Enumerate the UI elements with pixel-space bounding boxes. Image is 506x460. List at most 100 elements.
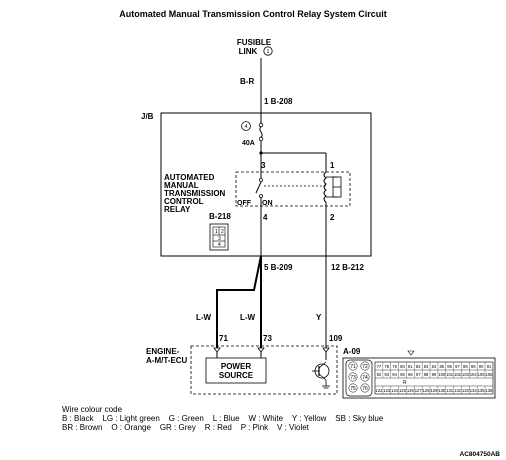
a09-pin-label: 72 xyxy=(362,364,368,370)
b218-connector-face: 1 2 3 4 xyxy=(209,223,229,251)
a09-grid-pin: 82 xyxy=(416,364,421,369)
fusible-link: FUSIBLE LINK 1 xyxy=(237,38,273,56)
relay-switch: OFF ON xyxy=(237,178,326,214)
relay-off-label: OFF xyxy=(237,200,252,207)
fuse-4: 4 40A xyxy=(241,113,264,153)
a09-grid-pin: 89 xyxy=(471,364,476,369)
connector-b218: B-218 xyxy=(209,212,231,221)
ecu-pin-73: 73 xyxy=(263,334,272,343)
a09-grid-pin: 93 xyxy=(384,372,389,377)
figure-code: AC804750AB xyxy=(460,451,501,458)
a09-grid-pin: 124 xyxy=(391,388,399,393)
relay-name-line-3: TRANSMISSION xyxy=(164,189,226,198)
a09-grid-pin: 122 xyxy=(375,388,383,393)
a09-grid-pin: 136 xyxy=(485,388,493,393)
power-source-line-1: POWER xyxy=(221,362,251,371)
a09-pin-label: 75 xyxy=(350,386,356,392)
wire-to-ecu-71 xyxy=(213,255,262,358)
a09-pin-circle xyxy=(360,361,370,371)
relay-coil xyxy=(323,163,342,256)
a09-grid-pin: 98 xyxy=(424,372,429,377)
jb-label: J/B xyxy=(141,112,154,121)
a09-pin-circle xyxy=(348,372,358,382)
fusible-link-number-circle xyxy=(263,46,273,56)
a09-grid-pin: 131 xyxy=(446,388,454,393)
junction-block xyxy=(160,112,372,257)
a09-grid-pin: 90 xyxy=(479,364,484,369)
a09-grid-pin: 128 xyxy=(423,388,431,393)
a09-grid-pin: 95 xyxy=(400,372,405,377)
b218-pin-4: 4 xyxy=(218,242,221,248)
a09-grid-pin: 101 xyxy=(446,372,454,377)
a09-grid-pin: 77 xyxy=(377,364,382,369)
relay-pin-2: 2 xyxy=(330,213,335,222)
relay-pin-1: 1 xyxy=(330,161,335,170)
a09-pin-label: 73 xyxy=(350,375,356,381)
fuse-number-circle xyxy=(241,121,251,131)
a09-pin-circle xyxy=(360,383,370,393)
a09-grid-pin: 92 xyxy=(377,372,382,377)
a09-grid-pin: 130 xyxy=(438,388,446,393)
a09-grid-pin: 91 xyxy=(487,364,492,369)
a09-marker: R xyxy=(403,380,407,386)
a09-grid-pin: 125 xyxy=(399,388,407,393)
wire-label-left: L-W xyxy=(196,313,212,322)
a09-grid-pin: 88 xyxy=(463,364,468,369)
ecu-pin-71: 71 xyxy=(219,334,228,343)
a09-grid-pin: 78 xyxy=(384,364,389,369)
relay-pin-3: 3 xyxy=(261,161,266,170)
a09-grid-pin: 83 xyxy=(424,364,429,369)
relay-name-line-5: RELAY xyxy=(164,205,191,214)
b218-pin-3: 3 xyxy=(218,236,221,242)
a09-grid-pin: 100 xyxy=(438,372,446,377)
b218-pin-2: 2 xyxy=(221,229,224,235)
wire-to-ecu-73 xyxy=(257,256,265,358)
a09-grid-pin: 97 xyxy=(416,372,421,377)
a09-grid-pin: 106 xyxy=(485,372,493,377)
relay-name-line-1: AUTOMATED xyxy=(164,173,215,182)
connector-b212: 12 B-212 xyxy=(331,263,364,272)
fusible-link-number: 1 xyxy=(267,49,270,55)
a09-grid-pin: 81 xyxy=(408,364,413,369)
a09-grid-pin: 99 xyxy=(432,372,437,377)
fuse-rating: 40A xyxy=(242,140,255,147)
legend-line-2: BR : Brown O : Orange GR : Grey R : Red … xyxy=(62,423,310,432)
relay-name-line-2: MANUAL xyxy=(164,181,199,190)
a09-pin-circle xyxy=(348,361,358,371)
ecu-pin-109: 109 xyxy=(329,334,343,343)
a09-grid-pin: 80 xyxy=(400,364,405,369)
relay-pin-4: 4 xyxy=(263,213,268,222)
a09-grid-pin: 84 xyxy=(432,364,437,369)
a09-grid-pin: 96 xyxy=(408,372,413,377)
a09-grid-pin: 94 xyxy=(392,372,397,377)
connector-a09: A-09 xyxy=(343,347,361,356)
b218-pin-1: 1 xyxy=(215,229,218,235)
ecu-name-line-1: ENGINE- xyxy=(146,347,180,356)
diagram-title: Automated Manual Transmission Control Re… xyxy=(119,9,387,19)
relay-name-line-4: CONTROL xyxy=(164,197,204,206)
a09-grid-pin: 129 xyxy=(430,388,438,393)
wire-label-top: B-R xyxy=(240,77,254,86)
relay-name: AUTOMATED MANUAL TRANSMISSION CONTROL RE… xyxy=(164,173,226,214)
relay-on-label: ON xyxy=(262,200,273,207)
a09-grid-pin: 102 xyxy=(454,372,462,377)
relay-box xyxy=(235,171,351,207)
a09-grid-pin: 127 xyxy=(415,388,423,393)
legend-line-1: B : Black LG : Light green G : Green L :… xyxy=(62,414,384,423)
a09-grid-pin: 105 xyxy=(478,372,486,377)
connector-b208: 1 B-208 xyxy=(264,97,293,106)
a09-grid-pin: 126 xyxy=(407,388,415,393)
a09-grid-pin: 87 xyxy=(455,364,460,369)
a09-pin-circle xyxy=(348,383,358,393)
fuse-number: 4 xyxy=(245,124,248,130)
fusible-link-label: FUSIBLE xyxy=(237,38,272,47)
fusible-link-label-2: LINK xyxy=(239,47,258,56)
legend-heading: Wire colour code xyxy=(62,405,123,414)
wire-to-ecu-109 xyxy=(322,256,330,360)
connector-b209: 5 B-209 xyxy=(264,263,293,272)
a09-grid-pin: 85 xyxy=(439,364,444,369)
a09-grid-pin: 86 xyxy=(447,364,452,369)
a09-grid-pin: 134 xyxy=(470,388,478,393)
ecu-box xyxy=(190,345,338,395)
